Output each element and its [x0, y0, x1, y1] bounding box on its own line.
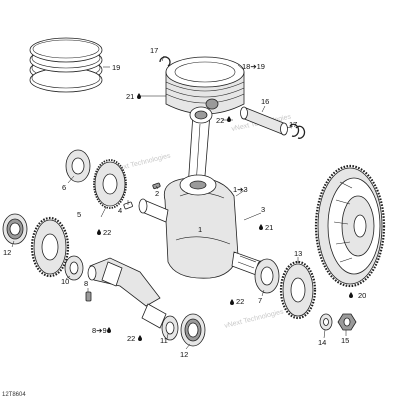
callout-1-to-3: 1➔3 — [233, 185, 248, 194]
callout-1: 1 — [198, 225, 202, 234]
callout-13: 13 — [294, 249, 302, 258]
lubricant-drop-icon — [97, 229, 101, 235]
callout-17-top: 17 — [150, 46, 158, 55]
washer-14 — [319, 313, 333, 331]
callout-6: 6 — [62, 183, 66, 192]
leader-lines — [11, 55, 347, 350]
washer-10 — [64, 255, 84, 281]
lubricant-drop-icon — [259, 224, 263, 230]
dowel-pin-9 — [85, 291, 92, 302]
callout-22-rod: 22 — [216, 116, 224, 125]
callout-11: 11 — [160, 336, 168, 345]
ball-bearing-left — [2, 213, 28, 245]
circlip-top — [159, 56, 171, 67]
crankshaft — [138, 174, 266, 279]
lubricant-drop-icon — [227, 116, 231, 122]
lubricant-drop-icon — [230, 299, 234, 305]
balancer-shaft — [87, 257, 167, 329]
piston — [165, 56, 245, 115]
lubricant-drop-icon — [107, 327, 111, 333]
piston-pin — [240, 106, 288, 136]
clutch-drum — [314, 164, 386, 288]
large-gear-left — [30, 216, 70, 278]
drawing-id: 12T8604 — [2, 392, 26, 398]
lubricant-drop-icon — [137, 93, 141, 99]
crankpin-key — [152, 182, 161, 190]
lubricant-drop-icon — [138, 335, 142, 341]
circlip-right-1 — [289, 123, 300, 137]
hex-nut-15 — [337, 313, 357, 331]
callout-10: 10 — [61, 277, 69, 286]
gear-13 — [279, 260, 317, 320]
callout-15: 15 — [341, 336, 349, 345]
ball-bearing-bottom — [180, 313, 206, 347]
callout-3: 3 — [261, 205, 265, 214]
connecting-rod — [187, 106, 213, 189]
callout-22-crank: 22 — [236, 297, 244, 306]
callout-8-to-9: 8➔9 — [92, 326, 107, 335]
callout-22-shaft: 22 — [127, 334, 135, 343]
callout-21-crank: 21 — [265, 223, 273, 232]
callout-12-left: 12 — [3, 248, 11, 257]
callout-8: 8 — [84, 279, 88, 288]
callout-22-gear: 22 — [103, 228, 111, 237]
callout-2: 2 — [155, 189, 159, 198]
callout-5: 5 — [77, 210, 81, 219]
callout-19: 19 — [112, 63, 120, 72]
gear-5 — [93, 159, 127, 209]
callout-12-bottom: 12 — [180, 350, 188, 359]
bearing-11 — [161, 315, 179, 341]
callout-7: 7 — [258, 296, 262, 305]
callout-17-right: 17 — [289, 120, 297, 129]
watermark-bottom: vNext Technologies — [224, 308, 285, 330]
callout-16: 16 — [261, 97, 269, 106]
piston-ring-set — [29, 37, 103, 93]
lubricant-drop-icon — [349, 292, 353, 298]
callout-18-to-19: 18➔19 — [242, 62, 265, 71]
callout-14: 14 — [318, 338, 326, 347]
circlip-right-2 — [295, 125, 306, 139]
thrust-washer-6 — [65, 149, 91, 183]
callout-4: 4 — [118, 206, 122, 215]
callout-20: 20 — [358, 291, 366, 300]
thrust-washer-7 — [254, 258, 280, 294]
callout-21-piston: 21 — [126, 92, 134, 101]
woodruff-key — [123, 201, 133, 210]
